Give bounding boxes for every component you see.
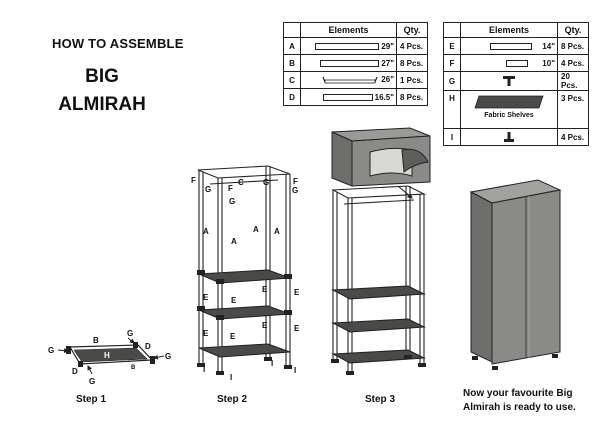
table-row: E 14" 8 Pcs. <box>443 37 589 55</box>
label-e: E <box>294 324 300 333</box>
label-g: G <box>229 197 235 206</box>
table-row: I 4 Pcs. <box>443 128 589 146</box>
step2-drawing <box>197 165 292 375</box>
table-row: A 29" 4 Pcs. <box>283 37 428 55</box>
label-i: I <box>271 359 273 368</box>
label-e: E <box>203 329 209 338</box>
label-e: E <box>294 288 300 297</box>
label-g: G <box>263 178 269 187</box>
rod-16-icon <box>322 93 373 101</box>
part-qty: 3 Pcs. <box>557 90 589 129</box>
label-a: A <box>253 225 259 234</box>
label-a: A <box>274 227 280 236</box>
fabric-shelf-icon <box>474 95 544 109</box>
label-e: E <box>203 293 209 302</box>
label-i: I <box>294 366 296 375</box>
title-line-2: ALMIRAH <box>58 94 146 115</box>
final-caption-line2: Almirah is ready to use. <box>463 402 576 413</box>
subtitle: HOW TO ASSEMBLE <box>52 36 184 51</box>
step3-cover <box>331 127 431 187</box>
label-b: B <box>131 365 136 371</box>
label-a: A <box>203 227 209 236</box>
label-e: E <box>262 321 268 330</box>
label-e: E <box>230 332 236 341</box>
rod-14-icon <box>490 42 533 50</box>
label-e: E <box>262 285 268 294</box>
rod-27-icon <box>320 59 380 67</box>
label-d: D <box>145 342 151 351</box>
part-shape: Fabric Shelves <box>460 90 558 129</box>
label-e: E <box>231 296 237 305</box>
step2-caption: Step 2 <box>217 394 248 405</box>
step1-drawing <box>57 337 165 375</box>
fabric-shelves-label: Fabric Shelves <box>484 112 534 119</box>
label-f: F <box>191 176 196 185</box>
label-f: F <box>293 177 298 186</box>
label-g: G <box>127 329 133 338</box>
label-a: A <box>231 237 237 246</box>
parts-table-right: Elements Qty. E 14" 8 Pcs. F 10" 4 Pcs. … <box>443 22 589 146</box>
rod-29-icon <box>315 42 380 50</box>
part-qty: 8 Pcs. <box>396 88 428 106</box>
step2-labels: F G F C G F G G A A A A E E E E E E E E … <box>191 176 300 382</box>
label-c: C <box>238 178 244 187</box>
title-line-1: BIG <box>85 66 119 87</box>
step3-drawing <box>330 185 427 375</box>
label-g: G <box>292 186 298 195</box>
part-qty: 4 Pcs. <box>557 128 589 146</box>
step1-caption: Step 1 <box>76 394 107 405</box>
parts-table-left: Elements Qty. A 29" 4 Pcs. B 27" 8 Pcs. … <box>283 22 428 106</box>
part-size: 29" <box>300 37 397 55</box>
foot-icon <box>504 132 514 142</box>
label-g: G <box>89 377 95 386</box>
label-b: B <box>93 336 99 345</box>
t-connector-icon <box>503 76 515 86</box>
label-g: G <box>48 346 54 355</box>
label-f: F <box>228 184 233 193</box>
part-size: 16.5" <box>300 88 397 106</box>
part-shape <box>460 128 558 146</box>
label-g: G <box>165 352 171 361</box>
label-i: I <box>230 373 232 382</box>
label-h: H <box>104 351 110 360</box>
table-row: H Fabric Shelves 3 Pcs. <box>443 90 589 129</box>
label-d: D <box>72 367 78 376</box>
table-row: F 10" 4 Pcs. <box>443 54 589 72</box>
step1-labels: B G D G H D B G G <box>48 329 171 386</box>
label-g: G <box>205 185 211 194</box>
step3-caption: Step 3 <box>365 394 396 405</box>
table-row: D 16.5" 8 Pcs. <box>283 88 428 106</box>
final-caption-line1: Now your favourite Big <box>463 388 573 399</box>
rod-10-icon <box>506 59 529 67</box>
label-i: I <box>203 365 205 374</box>
hanging-rod-icon <box>322 76 378 84</box>
final-almirah <box>469 179 562 370</box>
